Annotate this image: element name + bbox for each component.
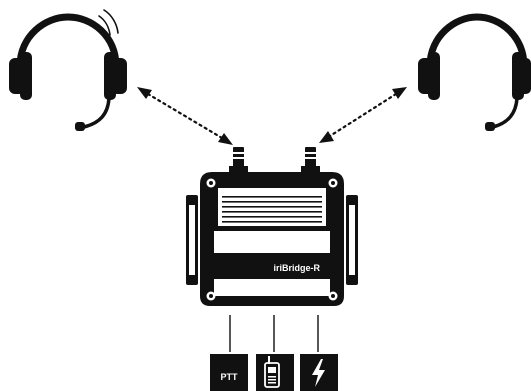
iribridge-device: iriBridge-R [186, 172, 358, 306]
arrowhead-icon [392, 87, 407, 99]
arrowhead-icon [137, 87, 152, 99]
arrowhead-icon [319, 131, 334, 143]
antenna-left [229, 147, 248, 173]
wireless-link-right [319, 87, 407, 143]
headset-right-icon [418, 17, 531, 131]
ptt-label: PTT [221, 372, 239, 382]
device-label: iriBridge-R [273, 263, 320, 273]
port-power [300, 354, 338, 391]
wireless-link-left [137, 87, 233, 145]
port-radio [256, 354, 294, 391]
port-connectors [230, 315, 318, 352]
antenna-right [301, 147, 320, 173]
port-ptt: PTT [210, 354, 248, 391]
arrowhead-icon [218, 133, 233, 145]
